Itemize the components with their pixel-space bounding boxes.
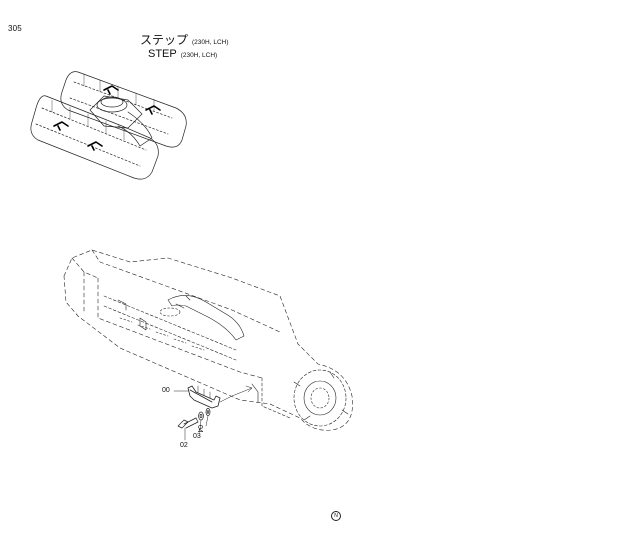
front-track [30,95,159,180]
title-english: STEP [148,47,177,60]
center-frame [89,95,153,147]
track-frame-detail [63,249,353,431]
step-highlights [53,85,161,151]
title-japanese: ステップ [140,33,189,47]
title-japanese-model-note: (230H, LCH) [192,39,229,46]
callout-00: 00 [162,387,170,394]
callout-leaders [173,390,209,441]
title-english-row: STEP (230H, LCH) [148,47,229,60]
callout-04: 04 [196,425,203,433]
step-bracket [187,385,221,409]
undercarriage-overview [30,71,187,180]
page-number: 305 [8,24,22,33]
step-part-assembly [173,385,253,441]
callout-03: 03 [193,433,201,440]
footer-mark: N [331,511,341,521]
washers [198,408,211,421]
title-english-model-note: (230H, LCH) [180,51,218,59]
title-japanese-row: ステップ (230H, LCH) [140,34,229,47]
callout-02: 02 [180,442,188,449]
bolt [177,417,199,429]
diagram-title: ステップ (230H, LCH) STEP (230H, LCH) [140,34,229,60]
